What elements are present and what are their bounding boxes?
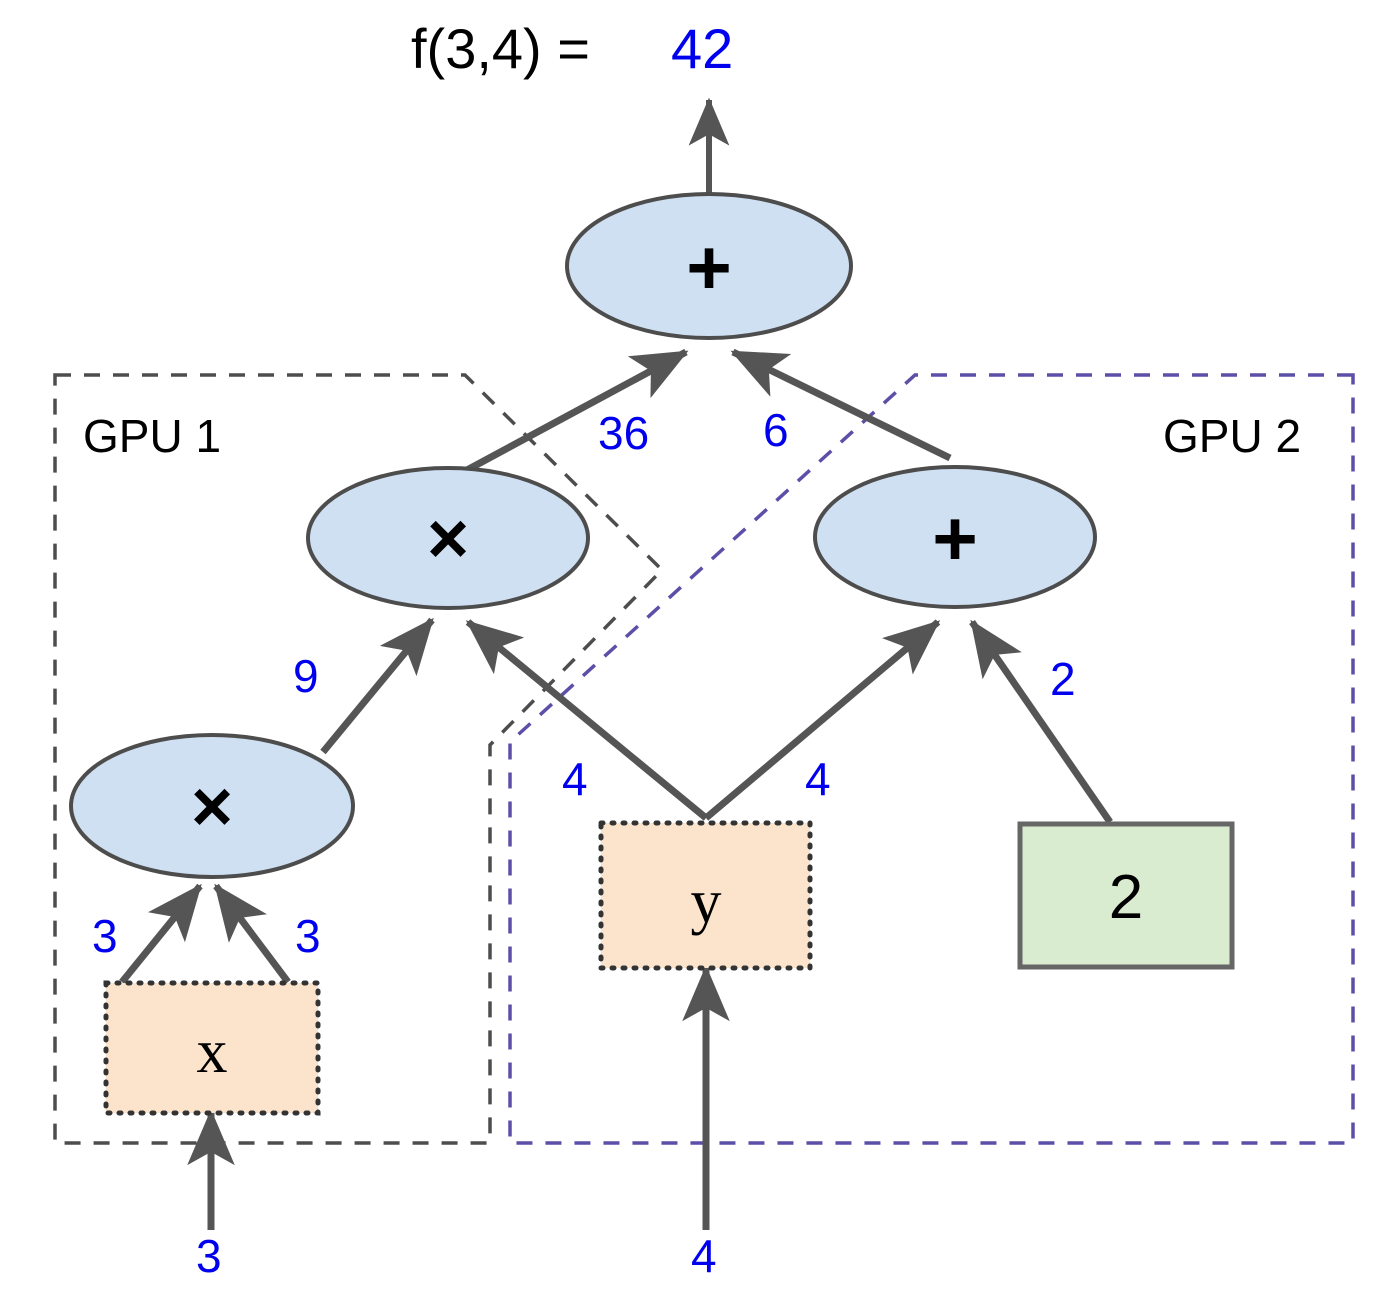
node-const-2[interactable]: 2 xyxy=(1017,821,1235,970)
node-mul-upper-shape[interactable] xyxy=(306,466,590,610)
gpu2-label: GPU 2 xyxy=(1163,410,1301,462)
gpu1-label: GPU 1 xyxy=(83,410,221,462)
node-var-y-shape[interactable] xyxy=(598,820,813,971)
gpu2-boundary xyxy=(508,373,1355,1145)
edge-x-to-mul-lower-left xyxy=(119,883,203,985)
edge-label-x-left: 3 xyxy=(92,910,118,962)
edge-y-to-mul-upper xyxy=(465,619,709,821)
node-add-right[interactable]: + xyxy=(813,465,1097,609)
node-add-top-shape[interactable] xyxy=(565,192,853,340)
edge-label-9: 9 xyxy=(293,650,319,702)
node-mul-upper-label: × xyxy=(427,499,469,579)
result-value: 42 xyxy=(671,17,733,80)
edge-mul-upper-to-add-top xyxy=(465,348,689,474)
gpu1-boundary xyxy=(53,373,665,1145)
node-var-x-label: x xyxy=(197,1018,228,1086)
edge-label-input-x: 3 xyxy=(196,1230,222,1282)
node-var-y-label: y xyxy=(691,868,722,936)
edge-label-36: 36 xyxy=(598,407,649,459)
node-add-right-label: + xyxy=(932,494,978,582)
edge-label-const2: 2 xyxy=(1050,653,1076,705)
edge-label-y-to-add: 4 xyxy=(805,753,831,805)
edge-label-input-y: 4 xyxy=(691,1230,717,1282)
node-add-top[interactable]: + xyxy=(565,192,853,340)
edge-const2-to-add-right xyxy=(969,619,1113,824)
edge-mul-lower-to-mul-upper xyxy=(320,617,435,755)
node-add-top-label: + xyxy=(686,223,732,311)
node-mul-upper[interactable]: × xyxy=(306,466,590,610)
node-const-2-label: 2 xyxy=(1109,863,1143,932)
edge-y-to-add-right xyxy=(703,619,941,821)
edge-x-to-mul-lower-right xyxy=(213,883,291,985)
node-var-x[interactable]: x xyxy=(103,980,321,1116)
node-mul-lower-shape[interactable] xyxy=(69,733,355,879)
node-add-right-shape[interactable] xyxy=(813,465,1097,609)
node-mul-lower[interactable]: × xyxy=(69,733,355,879)
node-const-2-shape[interactable] xyxy=(1017,821,1235,970)
edge-label-y-to-mul: 4 xyxy=(562,753,588,805)
edge-label-x-right: 3 xyxy=(295,910,321,962)
node-var-x-shape[interactable] xyxy=(103,980,321,1116)
edge-add-right-to-add-top xyxy=(730,348,952,462)
node-mul-lower-label: × xyxy=(191,767,233,847)
node-var-y[interactable]: y xyxy=(598,820,813,971)
edge-label-6: 6 xyxy=(763,404,789,456)
page-title: f(3,4) = xyxy=(411,17,590,80)
